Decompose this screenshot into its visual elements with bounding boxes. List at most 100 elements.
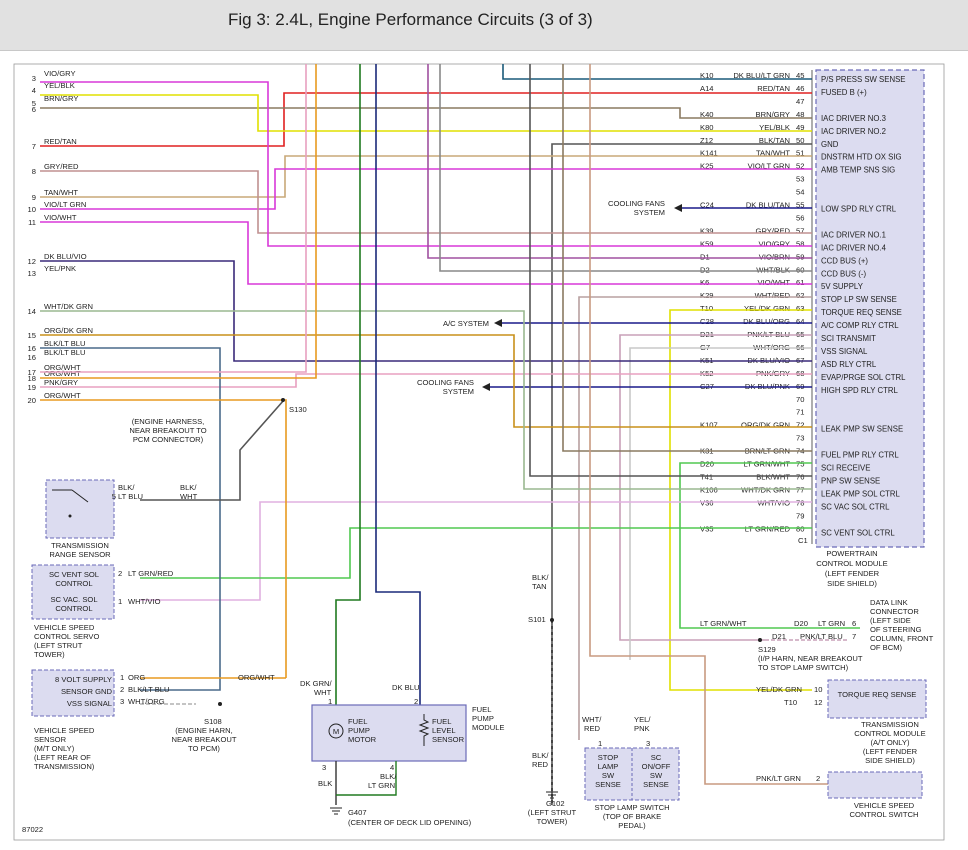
pcm-pin-function: DNSTRM HTD OX SIG [821, 153, 902, 162]
left-row-pin: 3 [32, 74, 36, 83]
pcm-circuit-id: C28 [700, 317, 714, 326]
fuel-pump-motor-symbol [328, 723, 344, 739]
pcm-circuit-id: K29 [700, 291, 714, 300]
left-row-wire-label: BLK/LT BLU [44, 348, 86, 357]
pcm-wire-color: WHT/DK GRN [741, 485, 790, 494]
cooling-high-label: COOLING FANS [417, 378, 474, 387]
trs-wire2b: WHT [180, 492, 198, 501]
trs-wire1b: LT BLU [118, 492, 143, 501]
fuel-pin: 1 [328, 697, 332, 706]
pcm-wire-color: RED/TAN [757, 84, 790, 93]
dlc-circuit1: D20 [794, 619, 808, 628]
tcm-name: SIDE SHIELD) [865, 756, 915, 765]
fuel-pin: 4 [390, 763, 394, 772]
pcm-pin-function: LEAK PMP SOL CTRL [821, 489, 901, 498]
pcm-wire-color: VIO/LT GRN [748, 162, 790, 171]
fuel-wire1: WHT [314, 688, 332, 697]
pcm-wire-color: VIO/WHT [758, 278, 791, 287]
left-row-pin: 14 [28, 307, 36, 316]
dlc-name: OF BCM) [870, 643, 903, 652]
arrow-cooling-low [674, 204, 682, 212]
dlc-wire2: PNK/LT BLU [800, 632, 843, 641]
vscs-name: CONTROL SWITCH [850, 810, 919, 819]
pcm-circuit-id: C24 [700, 201, 714, 210]
left-row-pin: 4 [32, 86, 36, 95]
pcm-pin-row: 70 [796, 395, 804, 404]
s108-note: (ENGINE HARN, [175, 726, 232, 735]
pcm-pin-number: 56 [796, 213, 804, 222]
g102-wire2: BLK/ [532, 751, 549, 760]
wire-pin46 [40, 92, 812, 147]
left-row-wire-label: BRN/GRY [44, 94, 78, 103]
splice-s130-label: S130 [289, 405, 307, 414]
pcm-pin-function: CCD BUS (+) [821, 256, 868, 265]
pcm-pin-function: HIGH SPD RLY CTRL [821, 386, 898, 395]
g102-label: G102 [546, 799, 565, 808]
wire-pin52 [40, 168, 812, 210]
pcm-pin-number: 71 [796, 408, 804, 417]
dlc-circuit2: D21 [772, 632, 786, 641]
dlc-name: DATA LINK [870, 598, 908, 607]
g407-note: (CENTER OF DECK LID OPENING) [348, 818, 472, 827]
ground-g102: BLK/ TAN S101 BLK/ RED G102 (LEFT STRUT … [528, 573, 577, 826]
wire-pin49 [40, 94, 812, 132]
pcm-pin-number: 53 [796, 175, 804, 184]
pcm-circuit-id: K106 [700, 485, 718, 494]
pcm-circuit-id: D2 [700, 265, 710, 274]
wire-org-wht [40, 399, 287, 678]
pcm-circuit-id: A14 [700, 84, 714, 93]
arrow-ac [494, 319, 502, 327]
pcm-wire-color: BLK/TAN [759, 136, 790, 145]
wire-s130-branch [140, 399, 285, 501]
dlc-pin7: 7 [852, 632, 856, 641]
pcm-pin-number: 55 [796, 201, 804, 210]
g102-wire2: RED [532, 760, 549, 769]
pcm-pin-function: TORQUE REQ SENSE [821, 308, 902, 317]
pcm-circuit-id: K59 [700, 239, 714, 248]
pcm-pin-function: FUEL PMP RLY CTRL [821, 451, 899, 460]
arrow-cooling-high [482, 383, 490, 391]
pcm-wire-color: DK BLU/ORG [743, 317, 790, 326]
wire-pin66 [629, 347, 812, 660]
stop-name: PEDAL) [618, 821, 646, 830]
fuel-level-text: FUEL [432, 717, 451, 726]
stop-name: STOP LAMP SWITCH [594, 803, 669, 812]
servo-name: (LEFT STRUT [34, 641, 83, 650]
pcm-pin-function: IAC DRIVER NO.4 [821, 243, 887, 252]
pcm-pin-function: P/S PRESS SW SENSE [821, 75, 906, 84]
pcm-circuit-id: K80 [700, 123, 714, 132]
splice-s108 [218, 702, 222, 706]
left-row-pin: 17 [28, 368, 36, 377]
pcm-pin-function: LOW SPD RLY CTRL [821, 205, 897, 214]
pcm-wire-color: VIO/GRY [758, 239, 790, 248]
pcm-pin-number: 49 [796, 123, 804, 132]
s108-note: NEAR BREAKOUT [172, 735, 237, 744]
left-row-pin: 16 [28, 344, 36, 353]
servo-line: CONTROL [55, 604, 92, 613]
pcm-pin-function: 5V SUPPLY [821, 282, 864, 291]
pcm-circuit-id: D20 [700, 460, 714, 469]
pcm-pin-row: 73 [796, 434, 804, 443]
pcm-pin-number: 76 [796, 472, 804, 481]
dlc-wire1b: LT GRN [818, 619, 845, 628]
left-row-wire-label: VIO/WHT [44, 213, 77, 222]
stop-left: SW [602, 771, 615, 780]
fuel-level-resistor [418, 714, 430, 746]
fuel-wire2: DK BLU [392, 683, 419, 692]
left-row-wire-label: GRY/RED [44, 162, 79, 171]
stop-wire1: RED [584, 724, 601, 733]
splice-s130 [281, 398, 285, 402]
